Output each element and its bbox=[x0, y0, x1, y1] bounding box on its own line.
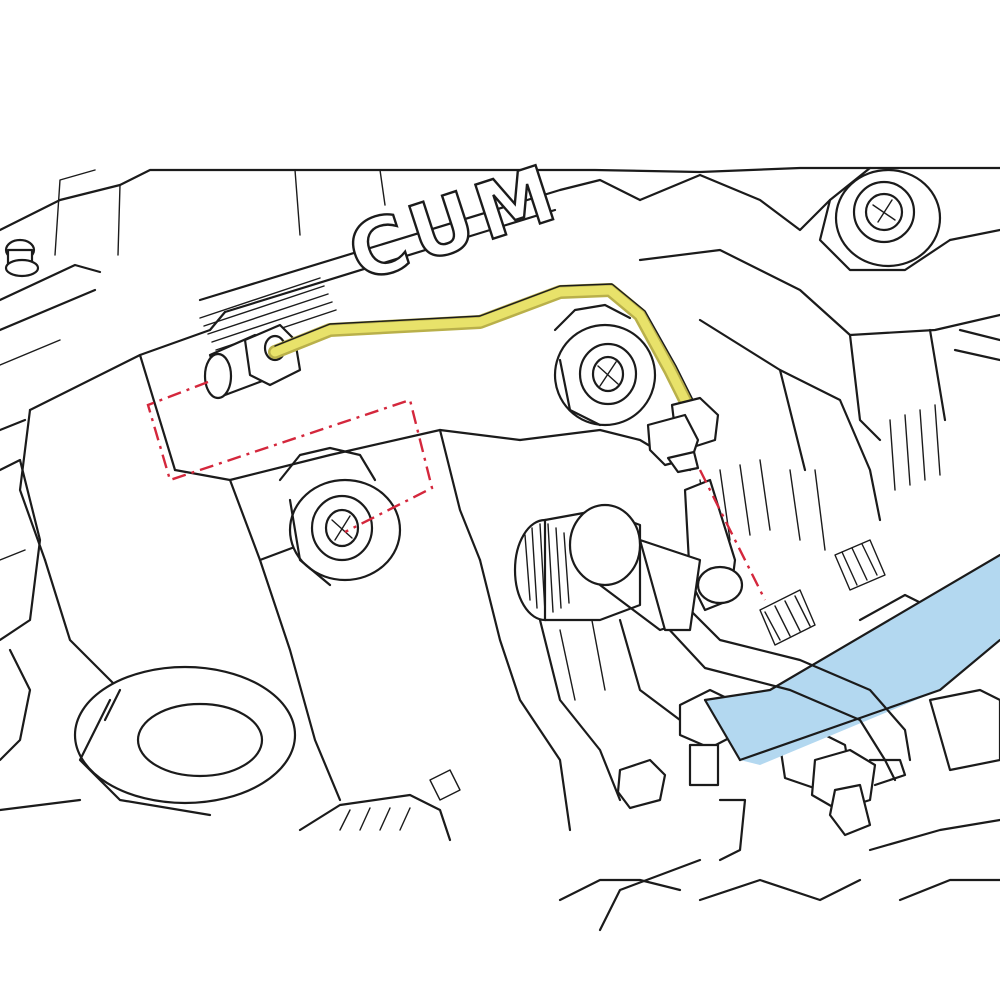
injector-boss-left bbox=[278, 446, 402, 587]
fuel-return-hose bbox=[638, 478, 912, 782]
leader-lines bbox=[146, 380, 767, 601]
valve-cover-logo: CUM bbox=[199, 146, 573, 351]
injector-boss-center bbox=[553, 303, 657, 427]
left-connector-fitting bbox=[203, 323, 302, 400]
right-connector-fitting bbox=[646, 396, 720, 474]
fuel-rail bbox=[703, 539, 1000, 765]
fuel-line bbox=[268, 283, 697, 417]
engine-block-outline bbox=[0, 166, 1000, 932]
